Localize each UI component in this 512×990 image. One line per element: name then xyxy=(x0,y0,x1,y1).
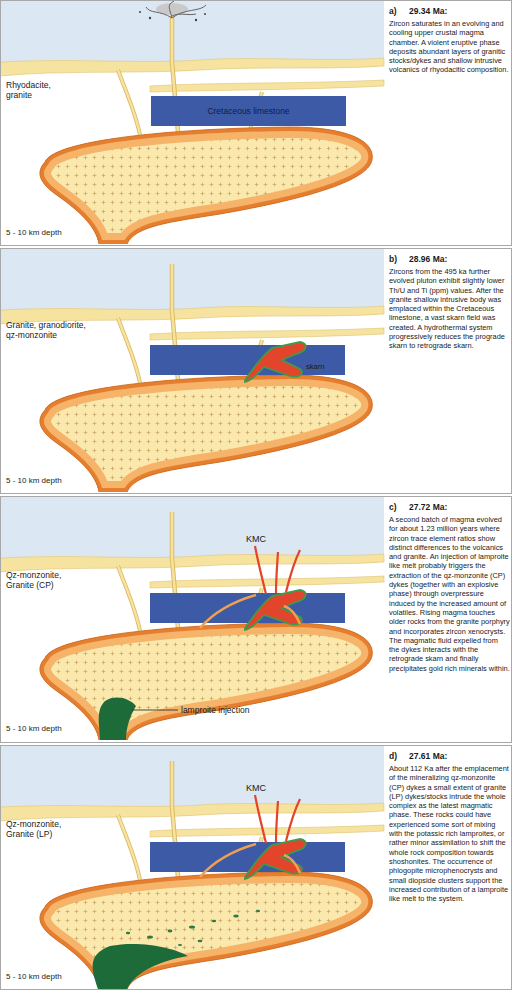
lamproite-cluster xyxy=(147,935,153,938)
ejecta xyxy=(149,17,151,19)
stage-description: About 112 Ka after the emplacement of th… xyxy=(389,764,510,903)
rock-type-label: Rhyodacite, granite xyxy=(6,80,66,100)
skarn-field xyxy=(150,342,345,382)
stage-description: A second batch of magma evolved for abou… xyxy=(389,515,510,673)
cp-dykes xyxy=(200,546,300,628)
panel-b-art xyxy=(0,248,384,492)
panel-a-art xyxy=(0,0,384,244)
crust-section xyxy=(0,745,384,989)
stage-letter: b) xyxy=(389,254,409,265)
stage-letter: a) xyxy=(389,6,409,17)
depth-label: 5 - 10 km depth xyxy=(6,972,116,982)
stage-heading: b)28.96 Ma: xyxy=(389,254,510,265)
stage-heading: c)27.72 Ma: xyxy=(389,502,510,513)
stage-heading: d)27.61 Ma: xyxy=(389,751,510,762)
lamproite-melt xyxy=(93,944,188,989)
lamproite-cluster xyxy=(126,932,130,935)
ejecta xyxy=(195,19,197,21)
depth-label: 5 - 10 km depth xyxy=(6,476,116,486)
rock-type-label: Qz-monzonite, Granite (LP) xyxy=(6,819,78,839)
rock-type-label: Qz-monzonite, Granite (CP) xyxy=(6,570,78,590)
ejecta xyxy=(204,13,206,15)
description-column: d)27.61 Ma: About 112 Ka after the emplac… xyxy=(389,751,510,903)
skarn-label: skarn xyxy=(306,362,346,372)
crust-section xyxy=(0,496,384,740)
stage-age: 28.96 Ma: xyxy=(409,254,447,264)
lamproite-cluster xyxy=(189,926,195,929)
deposit-label: KMC xyxy=(246,783,286,793)
stage-age: 27.72 Ma: xyxy=(409,502,447,512)
panel-d-art xyxy=(0,745,384,989)
lamproite-clusters xyxy=(126,910,260,946)
skarn-field xyxy=(150,839,345,879)
panel-c-art xyxy=(0,496,384,740)
description-column: a)29.34 Ma: Zircon saturates in an evolvi… xyxy=(389,6,510,75)
crust-section xyxy=(0,0,384,244)
lamproite-cluster xyxy=(233,915,239,918)
description-column: c)27.72 Ma: A second batch of magma evolv… xyxy=(389,502,510,673)
callout-label: lamproite injection xyxy=(181,705,281,715)
stage-panel: c)27.72 Ma: A second batch of magma evolv… xyxy=(0,496,512,743)
lamproite-cluster xyxy=(198,940,203,943)
band-label: Cretaceous limestone xyxy=(207,106,289,116)
description-column: b)28.96 Ma: Zircons from the 495 ka furth… xyxy=(389,254,510,351)
stage-panel: d)27.61 Ma: About 112 Ka after the emplac… xyxy=(0,745,512,990)
lamproite-cluster xyxy=(168,930,173,933)
lamproite-cluster xyxy=(178,944,182,946)
stage-panel: a)29.34 Ma: Zircon saturates in an evolvi… xyxy=(0,0,512,246)
lamproite-cluster xyxy=(212,920,216,923)
stage-age: 27.61 Ma: xyxy=(409,751,447,761)
skarn-field xyxy=(150,590,345,630)
stage-letter: c) xyxy=(389,502,409,513)
stage-panel: b)28.96 Ma: Zircons from the 495 ka furth… xyxy=(0,248,512,494)
eruption-plume xyxy=(146,1,206,18)
rock-type-label: Granite, granodiorite, qz-monzonite xyxy=(6,320,88,340)
lamproite-melt xyxy=(99,697,136,740)
leader-line xyxy=(132,710,178,711)
depth-label: 5 - 10 km depth xyxy=(6,724,116,734)
lamproite-cluster xyxy=(256,910,260,912)
stage-age: 29.34 Ma: xyxy=(409,6,447,16)
depth-label: 5 - 10 km depth xyxy=(6,228,116,238)
stage-heading: a)29.34 Ma: xyxy=(389,6,510,17)
stage-description: Zircon saturates in an evolving and cool… xyxy=(389,19,510,75)
limestone-band: Cretaceous limestone xyxy=(151,96,346,126)
stage-letter: d) xyxy=(389,751,409,762)
deposit-label: KMC xyxy=(246,534,286,544)
crust-section xyxy=(0,248,384,492)
ejecta xyxy=(139,11,141,13)
stage-description: Zircons from the 495 ka further evolved … xyxy=(389,267,510,351)
cp-dykes xyxy=(200,795,300,877)
